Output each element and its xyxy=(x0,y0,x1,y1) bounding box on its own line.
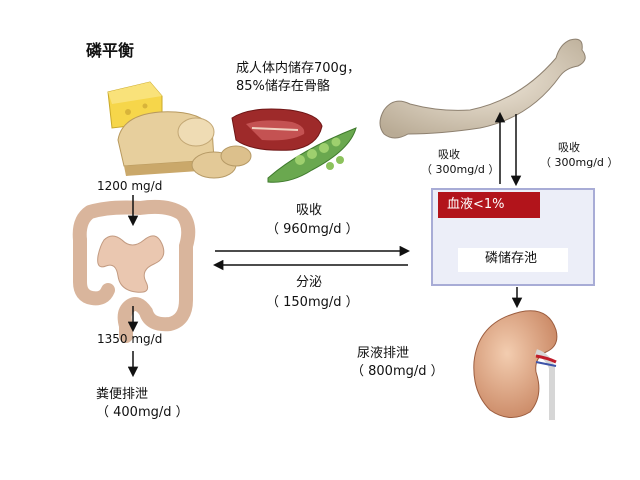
fecal-excretion-title: 粪便排泄 xyxy=(96,387,149,402)
urinary-excretion-title: 尿液排泄 xyxy=(357,346,410,361)
absorption-title: 吸收 xyxy=(296,203,323,218)
fecal-excretion-value: （ 400mg/d ） xyxy=(96,405,189,420)
intestine-illustration xyxy=(72,199,196,343)
pool-label: 磷储存池 xyxy=(485,251,538,266)
bone-absorption-value: （ 300mg/d ） xyxy=(421,163,500,176)
absorption-value: （ 960mg/d ） xyxy=(266,222,359,237)
bone-release-title: 吸收 xyxy=(558,141,580,154)
diagram-title: 磷平衡 xyxy=(86,41,135,60)
intake-label: 1200 mg/d xyxy=(97,179,163,193)
pool-label-box xyxy=(458,248,568,272)
bone-illustration xyxy=(379,38,586,139)
bone-release-value: （ 300mg/d ） xyxy=(540,156,619,169)
blood-box xyxy=(438,192,540,218)
storage-note-line-1: 成人体内储存700g， xyxy=(236,61,361,76)
storage-note: 成人体内储存700g， 85%储存在骨骼 xyxy=(236,60,360,96)
bone-absorption-title: 吸收 xyxy=(438,148,460,161)
blood-label: 血液<1% xyxy=(447,197,505,212)
kidney-illustration xyxy=(473,310,558,420)
food-illustration xyxy=(107,81,357,183)
secretion-value: （ 150mg/d ） xyxy=(266,295,359,310)
storage-note-line-2: 85%储存在骨骼 xyxy=(236,79,330,94)
secretion-title: 分泌 xyxy=(296,275,323,290)
arrows xyxy=(127,111,523,378)
intestine-to-feces-label: 1350 mg/d xyxy=(97,332,163,346)
urinary-excretion-value: （ 800mg/d ） xyxy=(351,364,444,379)
